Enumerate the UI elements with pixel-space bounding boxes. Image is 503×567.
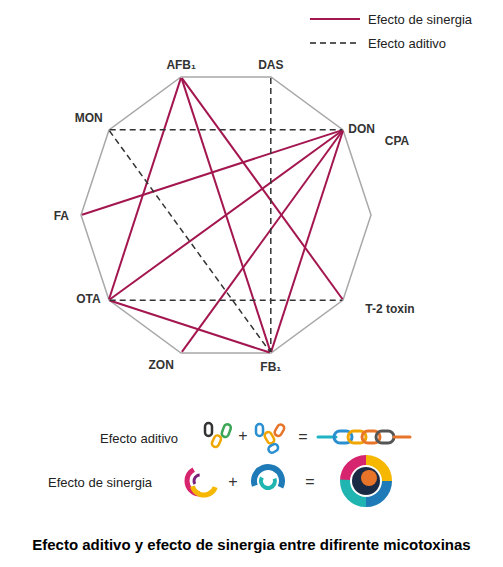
operator-sign: + — [238, 427, 247, 445]
synergy-line — [271, 131, 343, 352]
toxin-label: FB₁ — [260, 361, 281, 374]
combined-core — [361, 470, 377, 486]
crescent-arc — [192, 473, 208, 489]
chain-end — [394, 436, 410, 439]
decagon-outline — [81, 77, 371, 353]
operator-sign: = — [305, 473, 314, 491]
chain-links-icon — [256, 423, 285, 454]
legend-label: Efecto aditivo — [368, 36, 446, 51]
combined-arc — [345, 460, 387, 502]
chain-link — [376, 431, 394, 443]
operator-sign: = — [298, 428, 307, 446]
synergy-line — [182, 131, 343, 352]
combined-arc — [345, 460, 387, 502]
toxin-vertex: CPA — [370, 214, 372, 216]
crescent-arc — [189, 468, 220, 499]
combined-arc — [345, 460, 387, 502]
toxin-vertex: DON — [342, 129, 344, 131]
toxin-vertex: MON — [108, 129, 110, 131]
toxin-vertex: FB₁ — [270, 352, 272, 354]
toxin-label: DAS — [258, 60, 283, 73]
additive-line — [110, 299, 343, 301]
chain-link — [211, 434, 222, 448]
swirl-icon — [250, 463, 286, 499]
combined-circle-icon — [345, 460, 387, 502]
toxin-vertex: OTA — [108, 299, 110, 301]
chain-link — [205, 423, 212, 436]
toxin-vertex: DAS — [270, 76, 272, 78]
toxin-vertex: T-2 toxin — [342, 299, 344, 301]
synergy-line — [82, 130, 342, 215]
figure-caption: Efecto aditivo y efecto de sinergia entr… — [0, 536, 503, 553]
legend-label: Efecto de sinergia — [368, 12, 472, 27]
synergy-line — [110, 130, 343, 299]
legend-line-sample — [310, 42, 360, 44]
toxin-label: MON — [75, 112, 103, 125]
toxin-label: FA — [54, 210, 69, 223]
combined-arc — [345, 460, 387, 502]
additive-line — [110, 129, 343, 131]
additive-line — [270, 78, 272, 352]
chain-links-icon — [205, 423, 232, 448]
toxin-label: T-2 toxin — [365, 304, 414, 317]
legend-samples — [310, 19, 360, 43]
chain-link — [273, 423, 285, 437]
toxin-label: CPA — [385, 135, 409, 148]
chain-result-icon — [318, 431, 410, 443]
edge-layer — [82, 78, 343, 352]
swirl-arc — [259, 472, 277, 490]
swirl-arc — [250, 463, 286, 499]
toxin-label: AFB₁ — [166, 60, 196, 73]
operator-sign: + — [228, 473, 237, 491]
chain-link — [256, 424, 263, 436]
crescent-icon — [187, 468, 219, 499]
chain-link — [267, 443, 279, 454]
toxin-vertex: AFB₁ — [180, 76, 182, 78]
toxin-label: ZON — [149, 359, 174, 372]
toxin-vertex: ZON — [180, 352, 182, 354]
additive-line — [109, 131, 270, 352]
toxin-label: OTA — [76, 294, 100, 307]
crescent-arc — [187, 468, 213, 494]
toxin-label: DON — [348, 123, 375, 136]
legend-label: Efecto de sinergia — [48, 475, 152, 490]
synergy-line — [110, 301, 270, 353]
combined-core — [352, 467, 380, 495]
chain-link — [221, 423, 232, 438]
toxin-vertex: FA — [80, 214, 82, 216]
legend-label: Efecto aditivo — [100, 431, 178, 446]
synergy-line — [109, 78, 181, 299]
legend-line-sample — [310, 18, 360, 20]
